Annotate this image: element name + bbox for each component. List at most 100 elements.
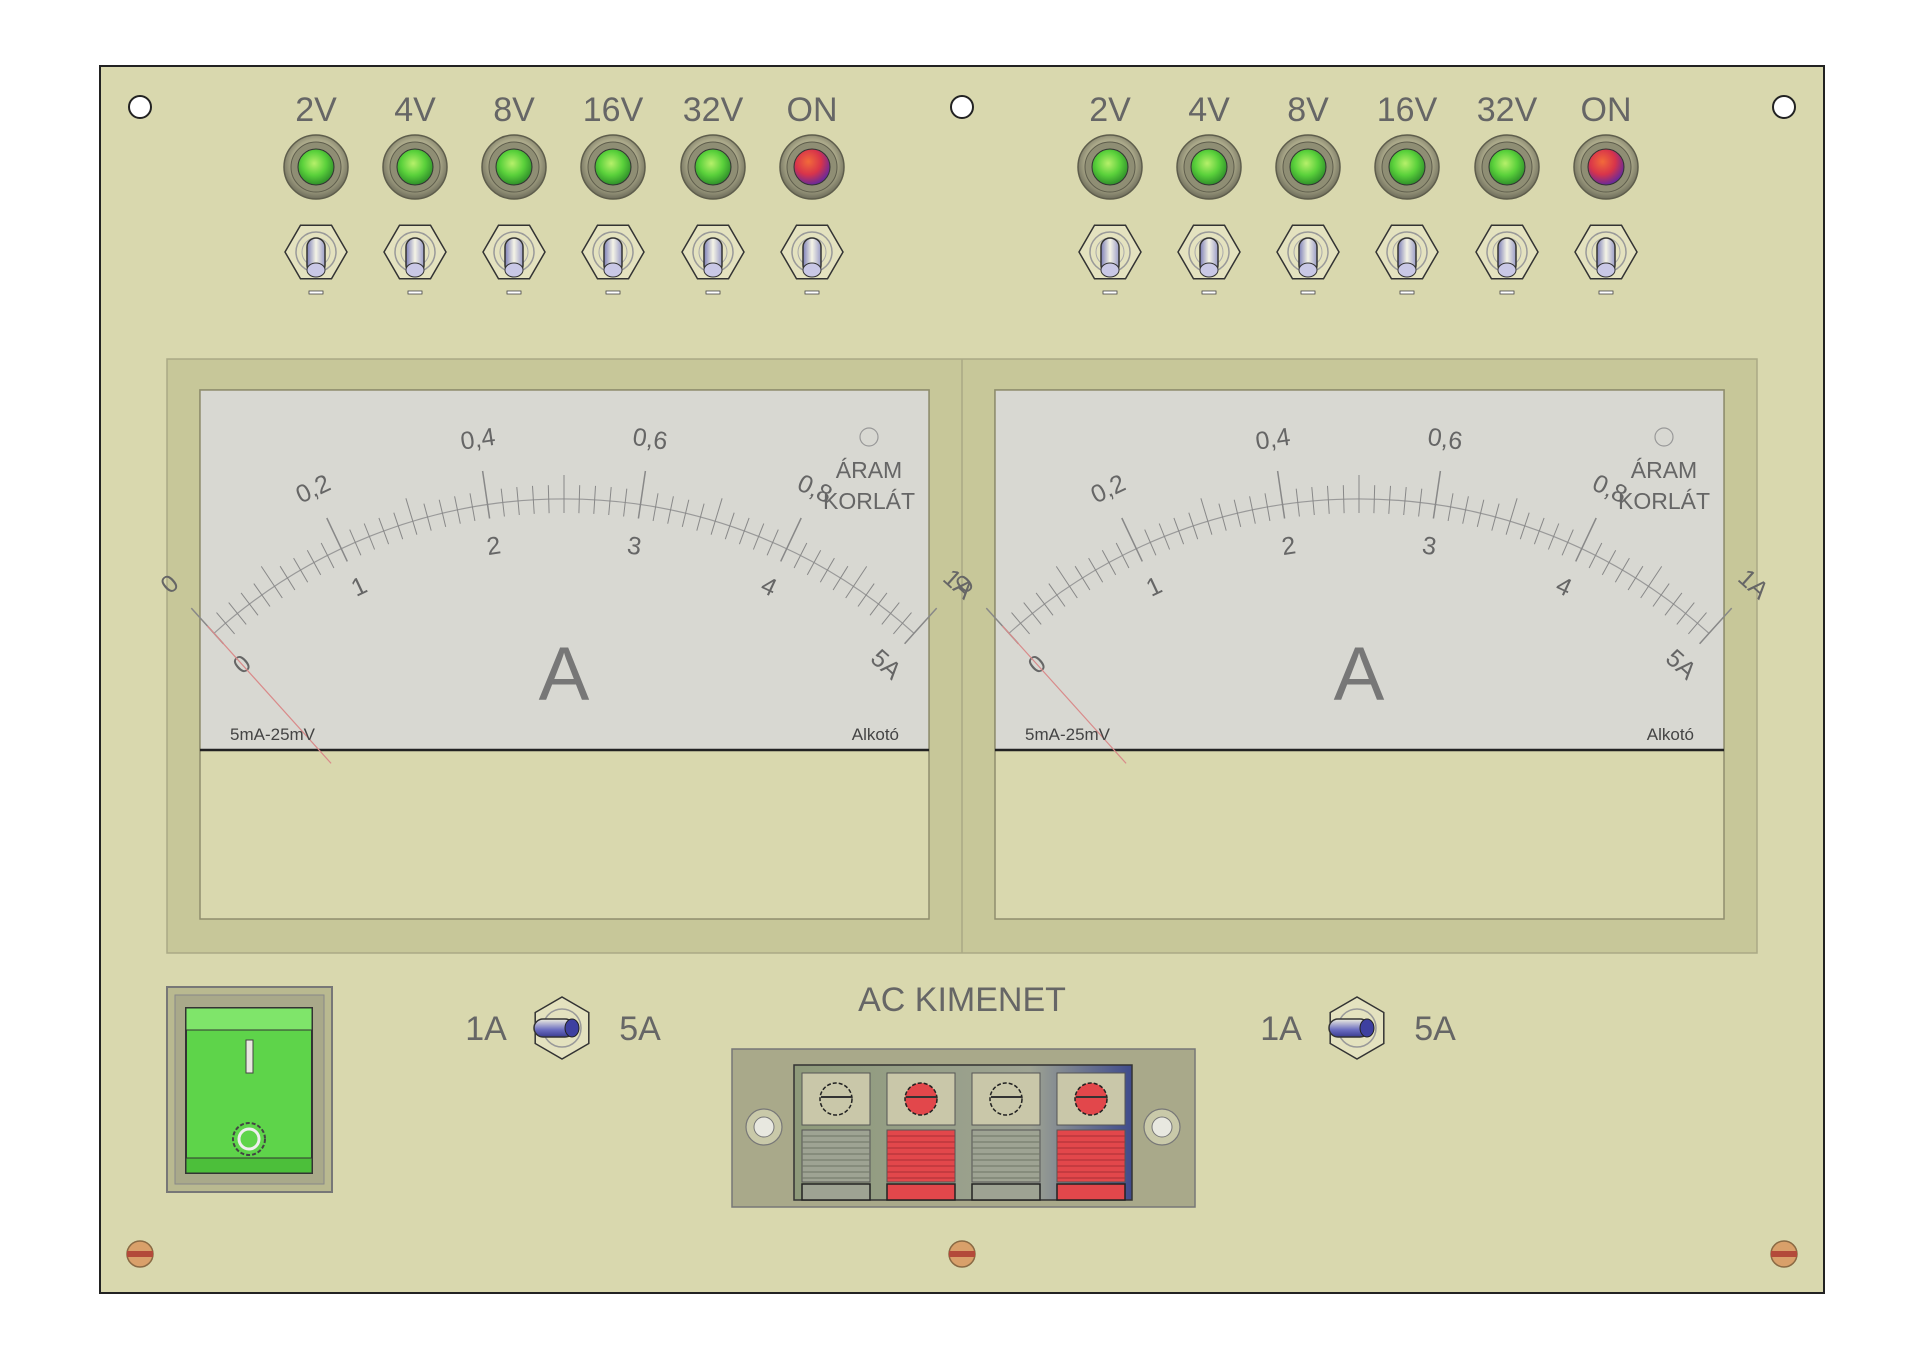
scale-tick xyxy=(1023,602,1042,625)
ac-terminal-2-red[interactable] xyxy=(886,1072,956,1201)
scale-tick xyxy=(1652,583,1670,607)
scale-tick xyxy=(216,612,235,635)
voltage-toggle-32v[interactable] xyxy=(1475,224,1539,295)
power-off-symbol xyxy=(232,1122,266,1156)
scale-tick xyxy=(320,542,335,569)
current-limit-label: ÁRAM xyxy=(836,457,902,483)
scale-tick xyxy=(1101,550,1117,576)
ac-terminal-3-black[interactable] xyxy=(971,1072,1041,1201)
scale-tick xyxy=(253,583,271,607)
voltage-label-32v: 32V xyxy=(1477,91,1538,129)
voltage-toggle-8v[interactable] xyxy=(1276,224,1340,295)
scale-tick xyxy=(752,523,765,550)
ac-terminal-4-red[interactable] xyxy=(1056,1072,1126,1201)
scale-tick xyxy=(1373,485,1376,514)
meter-face xyxy=(994,389,1725,751)
voltage-led-8v xyxy=(481,134,547,200)
terminal-screw xyxy=(904,1082,938,1116)
scale-tick xyxy=(1218,503,1227,531)
scale-tick xyxy=(293,557,309,583)
scale-tick xyxy=(904,607,938,645)
terminal-screw xyxy=(1074,1082,1108,1116)
current-limit-label: KORLÁT xyxy=(1618,488,1710,514)
scale-tick xyxy=(228,602,247,625)
voltage-led-32v xyxy=(680,134,746,200)
range-switch-1[interactable]: 1A 5A xyxy=(465,996,661,1060)
scale-tick xyxy=(845,566,868,599)
scale-tick xyxy=(766,529,779,556)
voltage-toggle-2v[interactable] xyxy=(1078,224,1142,295)
scale-tick xyxy=(1173,517,1185,545)
voltage-label-2v: 2V xyxy=(1089,91,1131,129)
scale-tick xyxy=(1561,529,1574,556)
voltage-led-16v xyxy=(580,134,646,200)
voltage-toggle-4v[interactable] xyxy=(383,224,447,295)
power-switch[interactable] xyxy=(166,986,333,1193)
meter-needle xyxy=(1001,625,1127,764)
scale-tick xyxy=(593,485,596,514)
scale-tick xyxy=(1233,499,1242,528)
ac-terminal-1-black[interactable] xyxy=(801,1072,871,1201)
ammeter-1: 00,20,40,60,81A012345AAÁRAMKORLÁT5mA-25m… xyxy=(155,389,979,920)
voltage-toggle-2v[interactable] xyxy=(284,224,348,295)
on-toggle-switch[interactable] xyxy=(780,224,844,295)
scale-tick xyxy=(532,485,535,514)
range-label-1a: 1A xyxy=(465,1010,507,1048)
scale-tick xyxy=(637,470,647,519)
voltage-label-8v: 8V xyxy=(1287,91,1329,129)
meter-unit: A xyxy=(539,632,590,717)
scale-tick xyxy=(438,499,447,528)
scale-tick xyxy=(1519,512,1530,540)
scale-tick xyxy=(363,523,376,550)
current-limit-label: ÁRAM xyxy=(1631,457,1697,483)
scale-tick xyxy=(1699,607,1733,645)
outer-scale-label: 0,4 xyxy=(459,423,498,456)
scale-tick xyxy=(1342,485,1345,514)
terminal-push-lever[interactable] xyxy=(971,1129,1041,1183)
scale-tick xyxy=(1447,493,1454,521)
scale-tick xyxy=(516,487,520,516)
voltage-led-2v xyxy=(1077,134,1143,200)
mounting-hole xyxy=(128,95,152,119)
scale-tick xyxy=(1188,512,1199,540)
scale-tick xyxy=(652,493,659,521)
scale-tick xyxy=(1547,523,1560,550)
scale-tick xyxy=(1491,503,1500,531)
scale-tick xyxy=(1676,602,1695,625)
scale-tick xyxy=(819,557,835,583)
voltage-toggle-16v[interactable] xyxy=(1375,224,1439,295)
terminal-push-lever[interactable] xyxy=(886,1129,956,1183)
on-label: ON xyxy=(1581,91,1632,129)
voltage-toggle-16v[interactable] xyxy=(581,224,645,295)
outer-scale-label: 0,4 xyxy=(1254,423,1293,456)
voltage-led-32v xyxy=(1474,134,1540,200)
scale-tick xyxy=(1688,612,1707,635)
power-on-symbol xyxy=(245,1039,254,1074)
on-toggle-switch[interactable] xyxy=(1574,224,1638,295)
scale-tick xyxy=(1158,523,1171,550)
scale-tick xyxy=(1115,542,1130,569)
panel-screw xyxy=(1770,1240,1798,1268)
range-label-5a: 5A xyxy=(619,1010,661,1048)
scale-tick xyxy=(1462,496,1469,524)
outer-scale-label: 0,6 xyxy=(631,423,669,456)
scale-tick xyxy=(1264,493,1271,521)
on-indicator-led xyxy=(779,134,845,200)
voltage-toggle-4v[interactable] xyxy=(1177,224,1241,295)
scale-tick xyxy=(1011,612,1030,635)
scale-tick xyxy=(832,565,849,591)
scale-tick xyxy=(405,498,418,535)
voltage-toggle-8v[interactable] xyxy=(482,224,546,295)
scale-tick xyxy=(681,499,690,528)
scale-tick xyxy=(623,488,628,517)
voltage-label-16v: 16V xyxy=(1377,91,1438,129)
inner-scale-label: 3 xyxy=(625,531,643,561)
voltage-led-2v xyxy=(283,134,349,200)
terminal-push-lever[interactable] xyxy=(1056,1129,1126,1183)
voltage-toggle-32v[interactable] xyxy=(681,224,745,295)
inner-scale-label: 3 xyxy=(1420,531,1438,561)
terminal-push-lever[interactable] xyxy=(801,1129,871,1183)
